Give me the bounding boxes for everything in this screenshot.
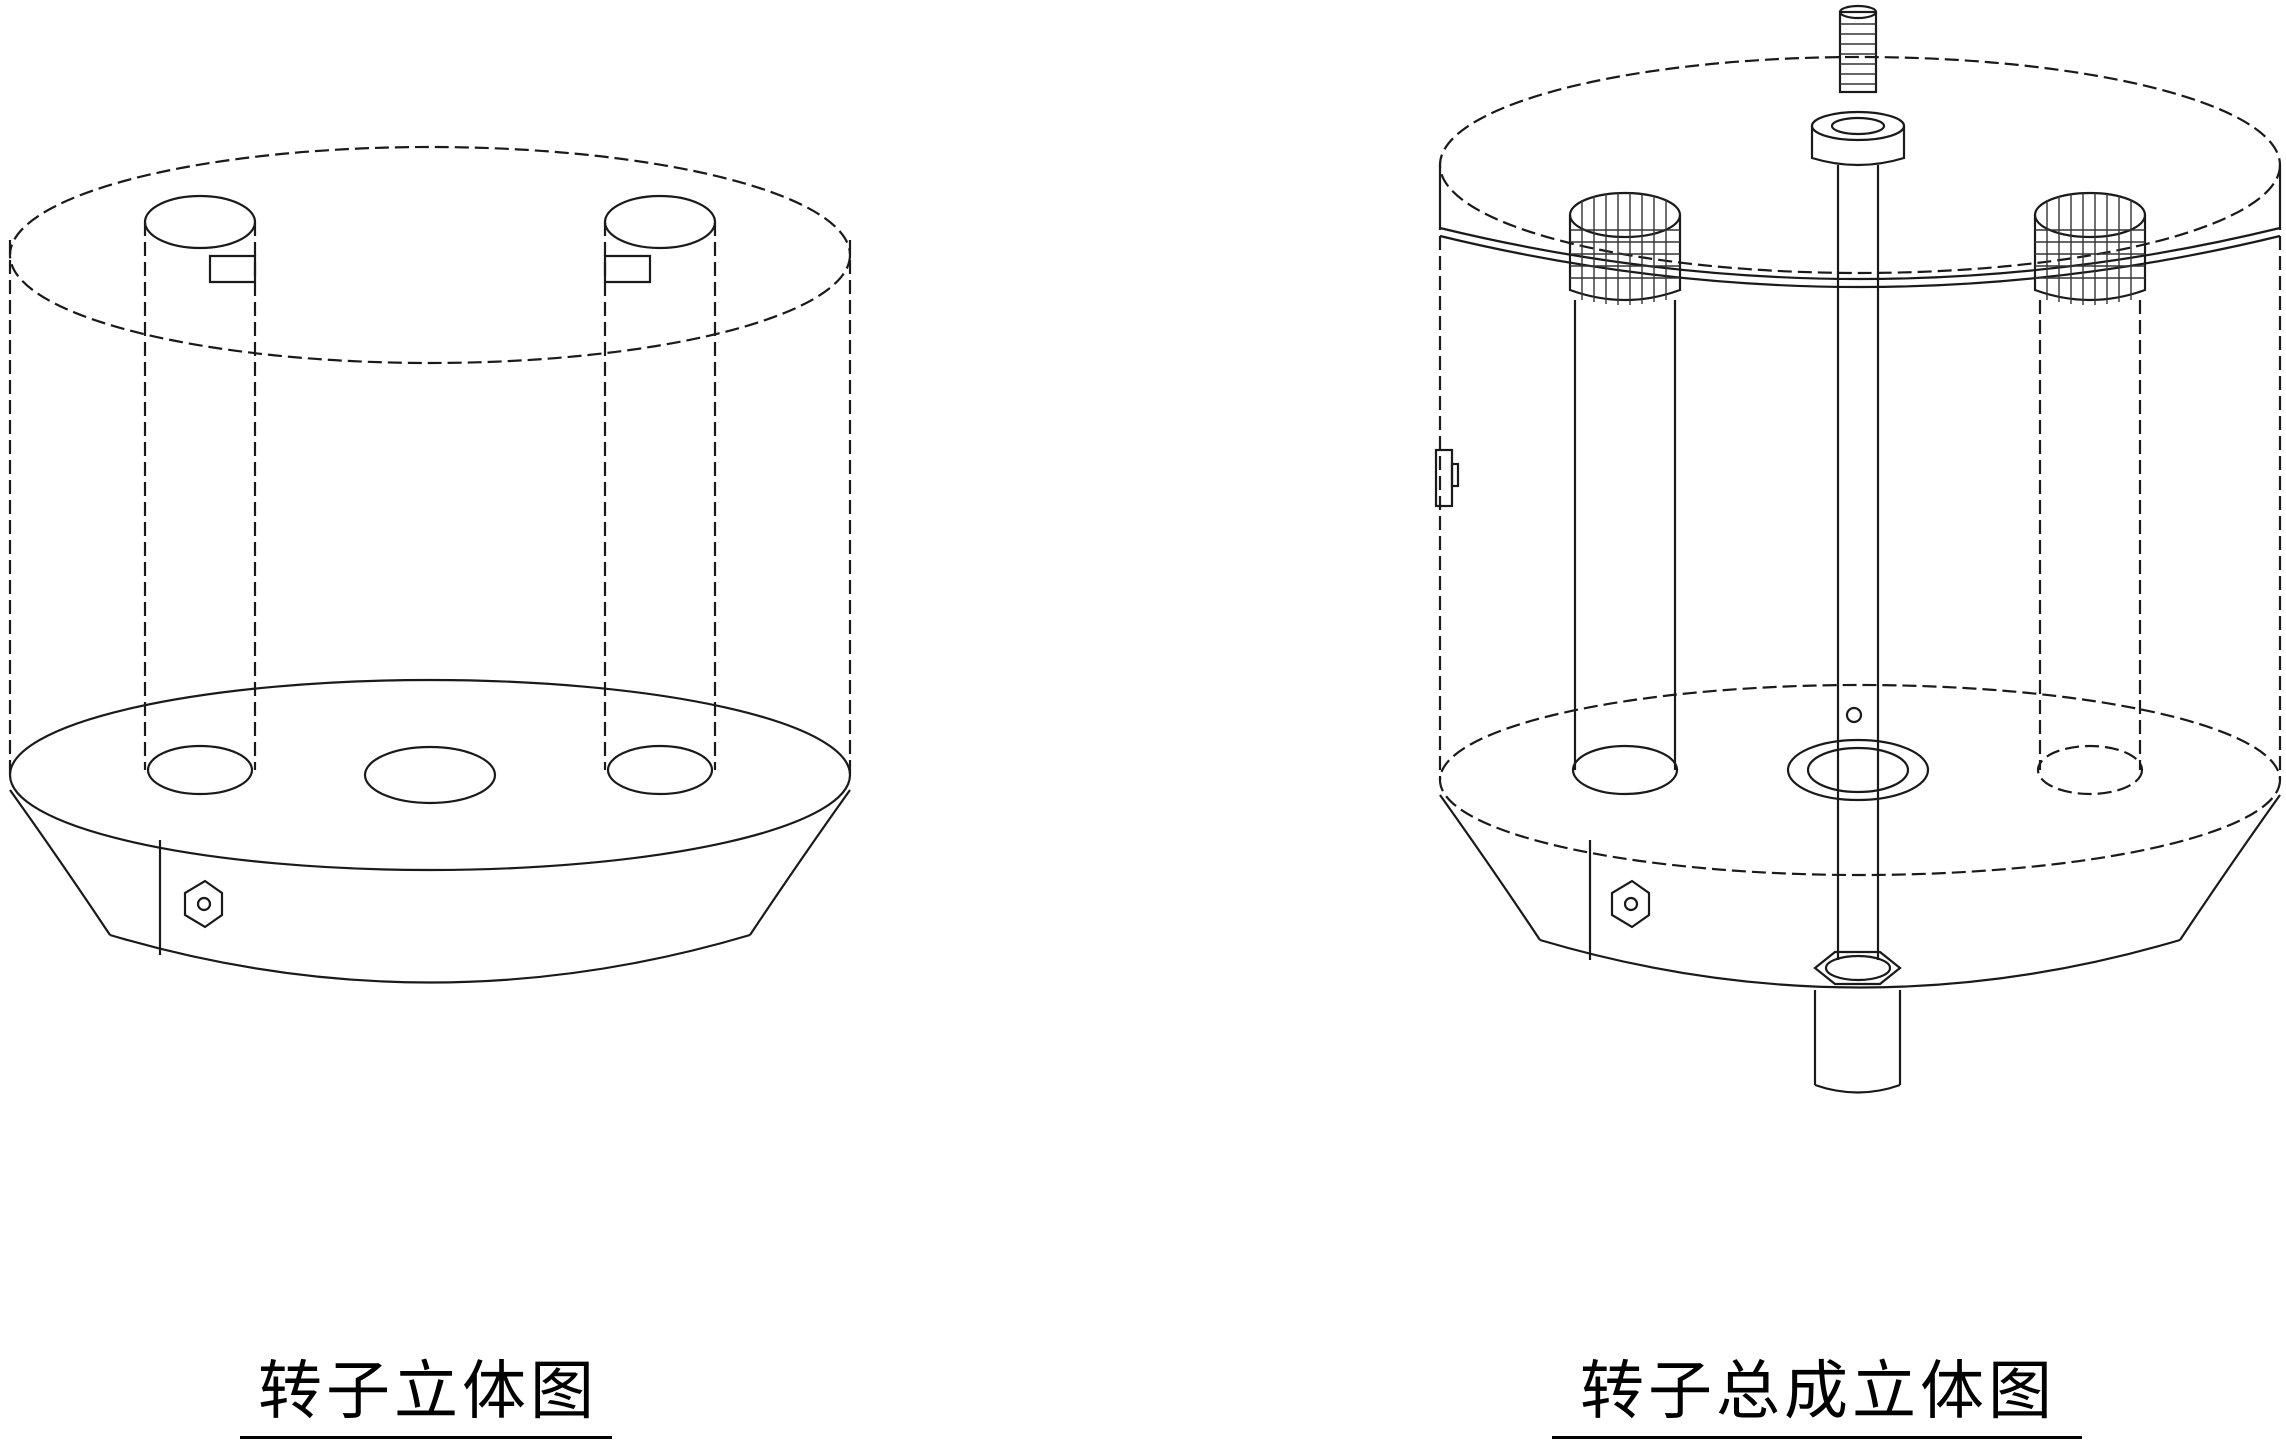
rotor-body bbox=[8, 145, 852, 984]
rotor-pin-right bbox=[603, 194, 717, 796]
assembly-pin-right bbox=[2033, 191, 2147, 796]
rotor-caption: 转子立体图 bbox=[258, 1355, 598, 1429]
rotor-figure bbox=[8, 145, 852, 984]
assembly-pin-left bbox=[1568, 191, 1682, 796]
rotor-hex-nut bbox=[183, 879, 224, 929]
rotor-center-hole bbox=[363, 745, 497, 805]
rotor-caption-underline bbox=[240, 1436, 612, 1439]
assembly-hex-nut bbox=[1610, 879, 1651, 929]
rotor-assembly-caption-underline bbox=[1552, 1436, 2082, 1439]
rotor-pin-left bbox=[143, 194, 257, 796]
assembly-body bbox=[1434, 55, 2282, 989]
rotor-assembly-figure bbox=[1434, 4, 2282, 1094]
assembly-center-shaft bbox=[1786, 4, 1930, 1094]
rotor-assembly-caption: 转子总成立体图 bbox=[1580, 1355, 2056, 1429]
